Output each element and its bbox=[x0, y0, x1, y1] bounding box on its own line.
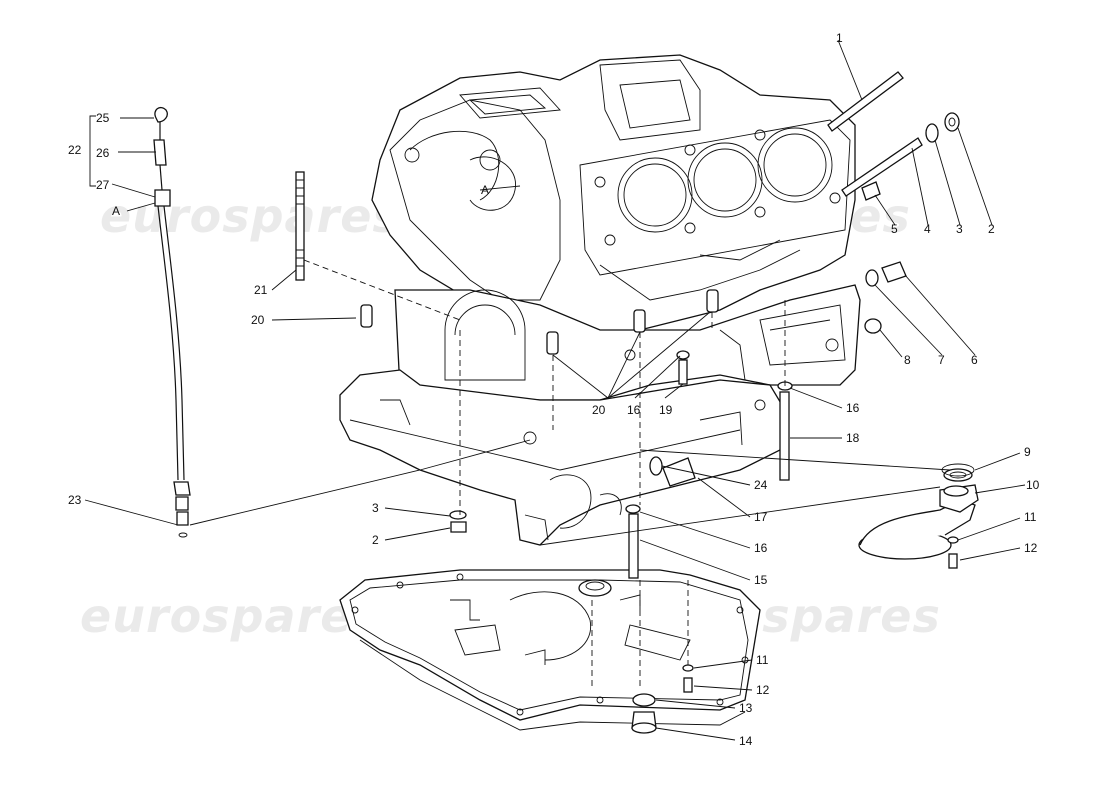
callout-4: 4 bbox=[924, 222, 931, 236]
callout-20-left: 20 bbox=[251, 313, 265, 327]
callout-11-sump: 11 bbox=[756, 653, 769, 667]
callout-16-center: 16 bbox=[627, 403, 641, 417]
callout-22: 22 bbox=[68, 143, 82, 157]
callout-16-block: 16 bbox=[846, 401, 860, 415]
leader-lines bbox=[84, 39, 1026, 741]
callout-10: 10 bbox=[1026, 478, 1040, 492]
callout-25: 25 bbox=[96, 111, 110, 125]
callout-14: 14 bbox=[739, 734, 753, 748]
callout-20-center: 20 bbox=[592, 403, 606, 417]
oil-pickup-strainer bbox=[858, 468, 979, 560]
reference-a-block: A bbox=[481, 183, 489, 197]
callout-2: 2 bbox=[988, 222, 995, 236]
dipstick-assembly bbox=[153, 106, 191, 538]
callout-19: 19 bbox=[659, 403, 673, 417]
callout-27: 27 bbox=[96, 178, 110, 192]
reference-a-dipstick: A bbox=[112, 204, 120, 218]
oil-sump-pan bbox=[339, 569, 761, 731]
callout-21: 21 bbox=[254, 283, 268, 297]
callout-2-left: 2 bbox=[372, 533, 379, 547]
callout-24: 24 bbox=[754, 478, 768, 492]
callout-11-pickup: 11 bbox=[1024, 510, 1037, 524]
callout-18: 18 bbox=[846, 431, 860, 445]
fasteners-and-small-parts bbox=[295, 71, 975, 734]
alignment-dashed-lines bbox=[189, 259, 951, 690]
callout-3: 3 bbox=[956, 222, 963, 236]
callout-5: 5 bbox=[891, 222, 898, 236]
callout-1: 1 bbox=[836, 31, 843, 45]
callout-9: 9 bbox=[1024, 445, 1031, 459]
callout-26: 26 bbox=[96, 146, 110, 160]
callout-12-sump: 12 bbox=[756, 683, 770, 697]
callout-17: 17 bbox=[754, 510, 768, 524]
callout-16-sump: 16 bbox=[754, 541, 768, 555]
callout-labels: 1 2 3 4 5 6 7 8 9 10 11 12 11 12 13 14 1… bbox=[68, 31, 1040, 748]
callout-7: 7 bbox=[938, 353, 945, 367]
callout-15: 15 bbox=[754, 573, 768, 587]
callout-8: 8 bbox=[904, 353, 911, 367]
callout-3-left: 3 bbox=[372, 501, 379, 515]
engine-block bbox=[371, 54, 861, 401]
callout-13: 13 bbox=[739, 701, 753, 715]
watermark-bottom-left: eurospares bbox=[80, 589, 381, 643]
callout-12-pickup: 12 bbox=[1024, 541, 1038, 555]
callout-23: 23 bbox=[68, 493, 82, 507]
callout-6: 6 bbox=[971, 353, 978, 367]
watermark-top-left: eurospares bbox=[100, 189, 401, 243]
